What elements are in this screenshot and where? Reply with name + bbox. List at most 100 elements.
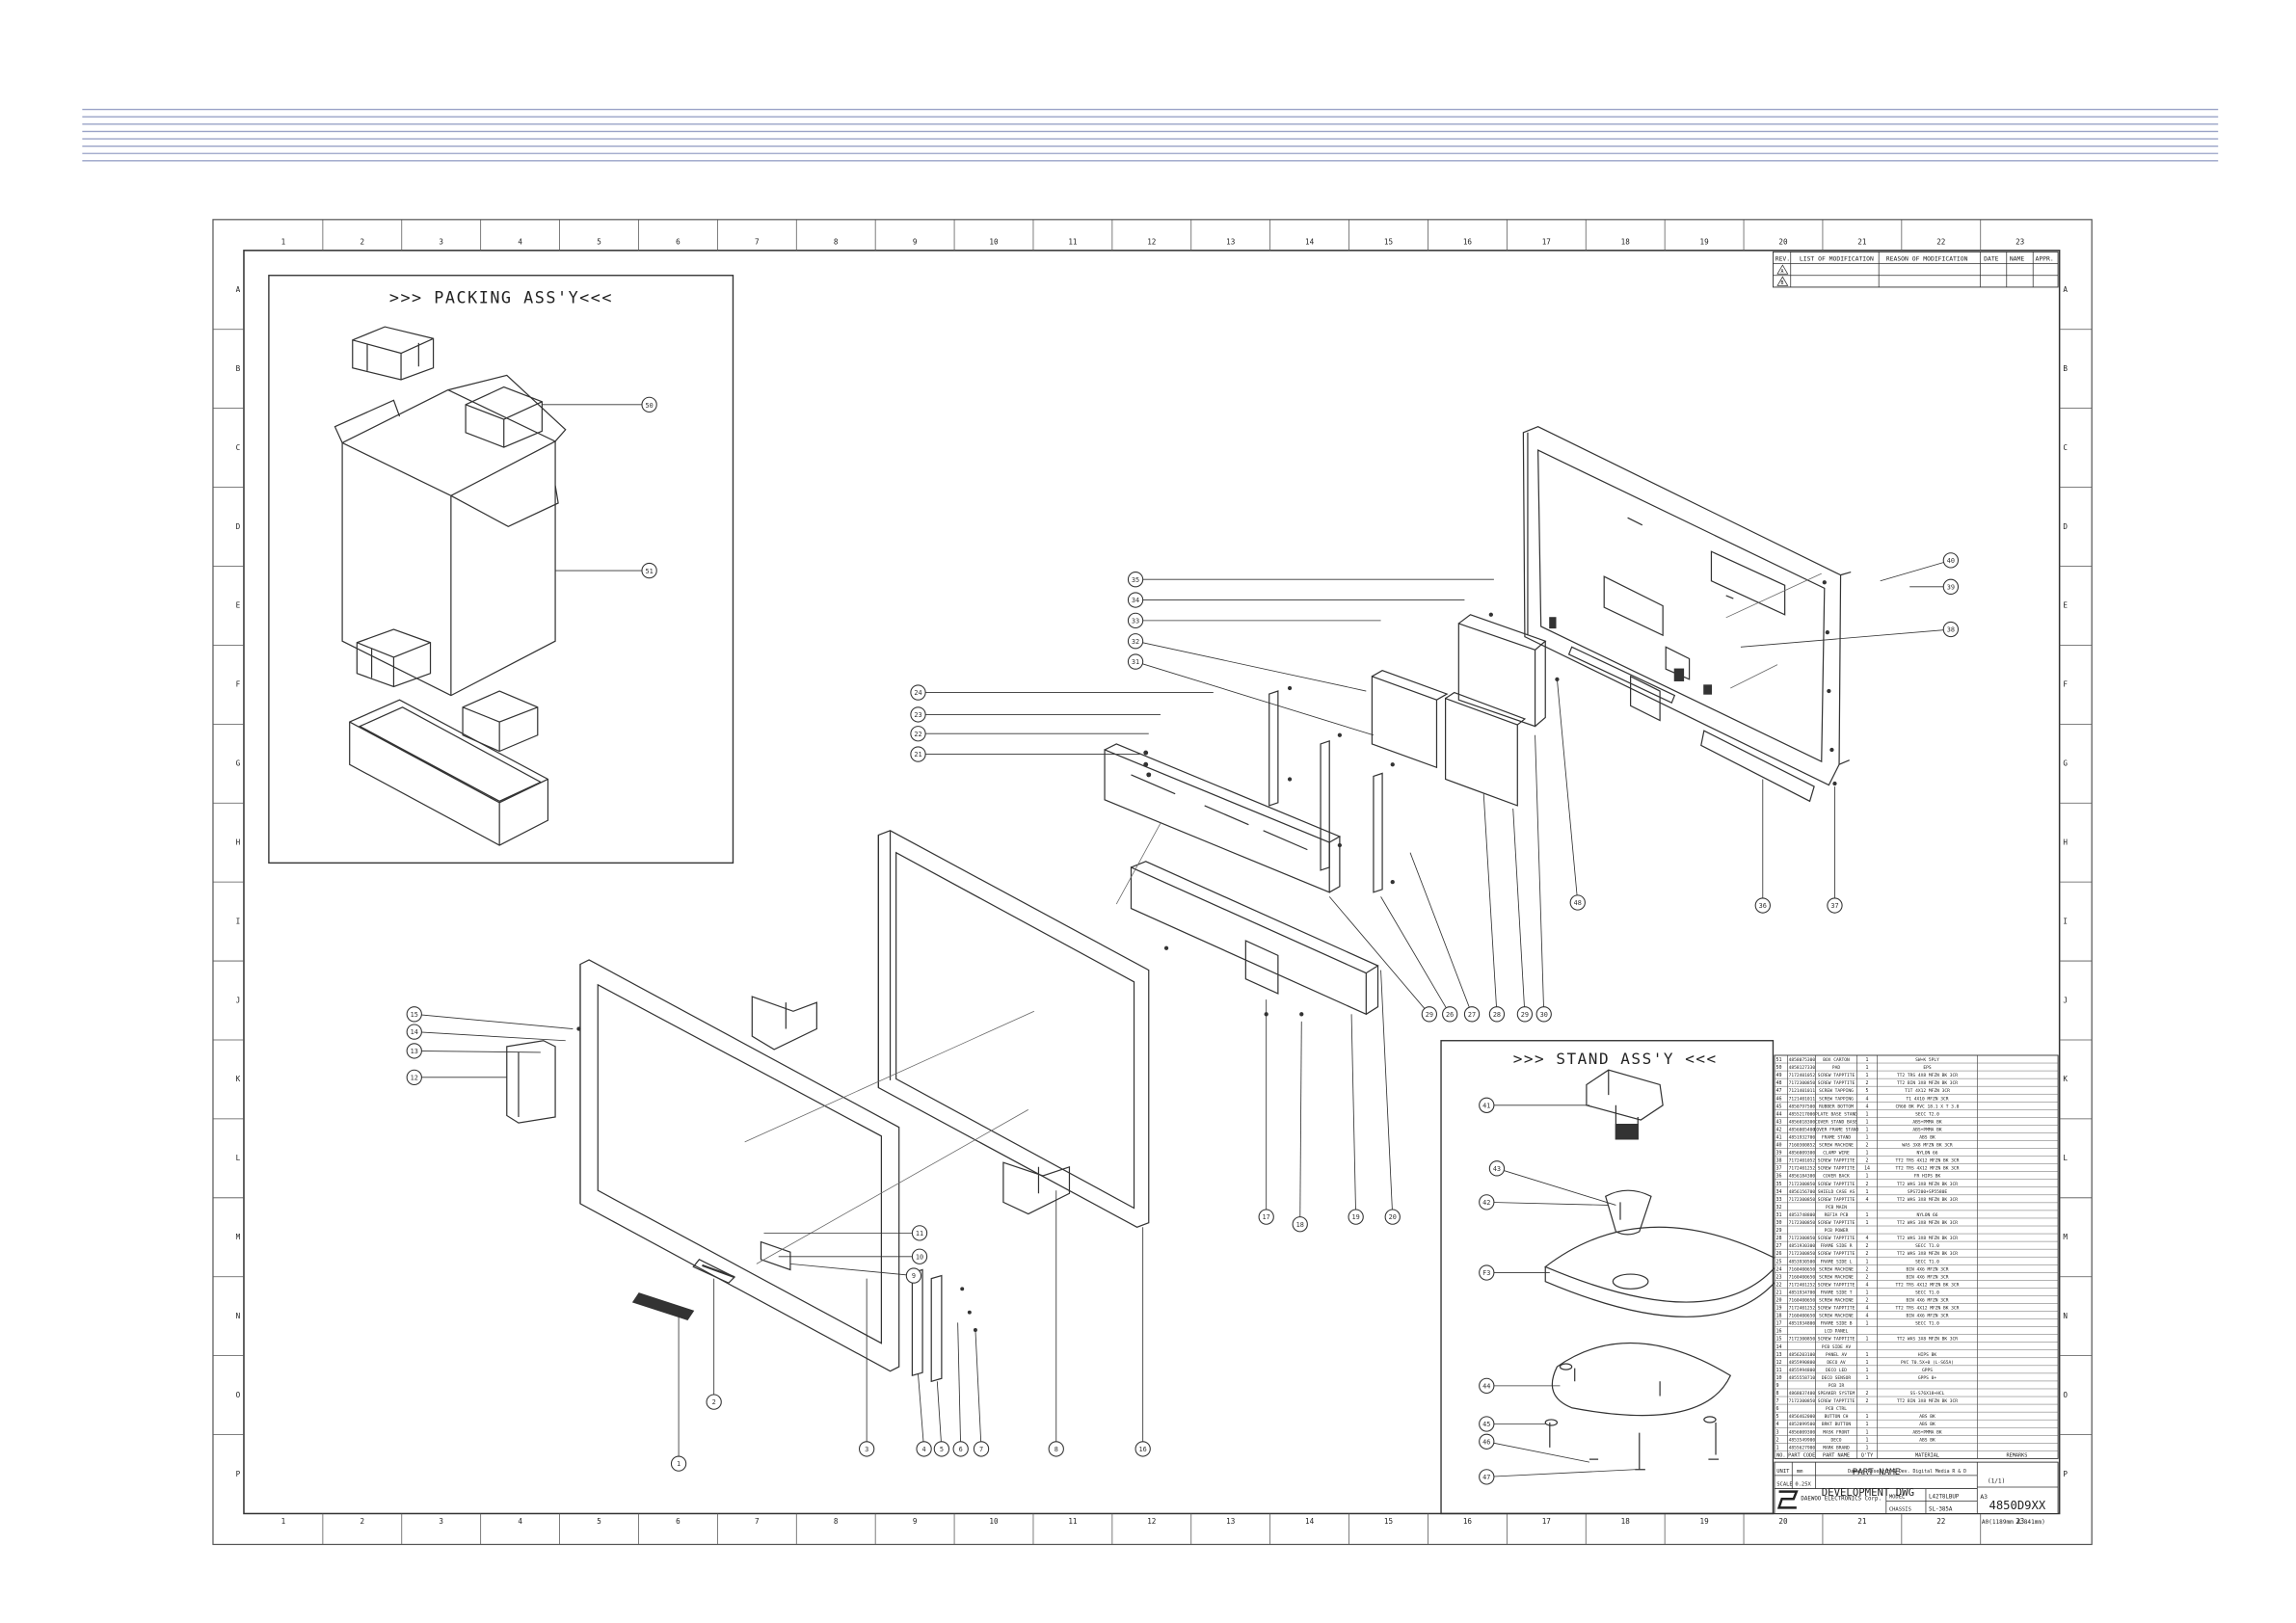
callout-label: 12 (411, 1074, 418, 1081)
bom-cell-name: DECO LED (1826, 1368, 1847, 1373)
bom-cell-qty: 1 (1866, 1189, 1869, 1195)
bom-cell-code: 4851934700 (1789, 1290, 1816, 1295)
callout-28: 28 (1482, 793, 1506, 1023)
bom-cell-material: TT2 WAS 3X8 MFZN BK 3CR (1897, 1236, 1958, 1241)
bom-cell-name: FRAME SIDE T (1821, 1290, 1853, 1295)
column-mark-top: 15 (1384, 238, 1393, 247)
bom-cell-name: SCREW TAPPTITE (1818, 1182, 1855, 1187)
bom-cell-material: ABS BK (1919, 1135, 1936, 1141)
callout-15: 15 (406, 1006, 574, 1029)
daewoo-logo-icon (1776, 1490, 1799, 1509)
frame-zone-marks: 1122334455667788991010111112121313141415… (212, 219, 2093, 1545)
front-mask-part (579, 959, 900, 1372)
bom-header-cell: MATERIAL (1915, 1453, 1939, 1459)
bom-cell-qty: 4 (1866, 1314, 1869, 1319)
row-mark-left: F (236, 680, 241, 689)
paper-size: A0(1189mm X 841mm) (1982, 1519, 2045, 1526)
bom-cell-qty: 1 (1866, 1445, 1869, 1450)
bom-cell-no: 10 (1776, 1375, 1782, 1381)
callout-9: 9 (789, 1263, 922, 1284)
bom-cell-code: 4868037400 (1789, 1391, 1816, 1397)
bom-cell-material: GPPS (1922, 1368, 1933, 1373)
control-button-part (911, 1268, 943, 1383)
bom-cell-name: LCD PANEL (1825, 1329, 1849, 1335)
callout-18: 18 (1292, 1021, 1308, 1233)
column-mark-top: 23 (2016, 238, 2025, 247)
bom-cell-no: 31 (1776, 1212, 1782, 1218)
bom-cell-material: SECC T2.0 (1915, 1111, 1939, 1117)
callout-label: 35 (1132, 576, 1139, 584)
bom-cell-material: BIN 4X6 MFZN 3CR (1907, 1274, 1949, 1280)
rev-header-name: NAME (2010, 255, 2025, 263)
bom-cell-material: SW+K 5PLY (1915, 1057, 1939, 1063)
callout-label: 3 (865, 1446, 868, 1453)
callout-label: 45 (1482, 1421, 1490, 1428)
column-mark-top: 1 (281, 238, 286, 247)
stand-assembly: >>> STAND ASS'Y <<< (1440, 1040, 1782, 1515)
bom-cell-material: TT2 WAS 3X8 MFZN BK 3CR (1897, 1337, 1958, 1343)
callout-label: 17 (1263, 1213, 1270, 1221)
bom-cell-no: 27 (1776, 1243, 1782, 1249)
drawing-number: 4850D9XX (1989, 1499, 2045, 1512)
bom-cell-qty: 2 (1866, 1266, 1869, 1272)
bom-cell-qty: 1 (1866, 1414, 1869, 1420)
revision-table: REV. LIST OF MODIFICATION REASON OF MODI… (1773, 251, 2059, 288)
bom-cell-name: SCREW TAPPTITE (1818, 1166, 1855, 1172)
column-mark-top: 2 (360, 238, 365, 247)
row-mark-right: H (2063, 838, 2068, 846)
bom-cell-name: SCREW TAPPING (1819, 1096, 1854, 1102)
bom-cell-name: PCB MAIN (1826, 1205, 1847, 1211)
column-mark-top: 7 (755, 238, 760, 247)
bom-cell-no: 21 (1776, 1290, 1782, 1295)
row-mark-left: H (236, 838, 241, 846)
bom-cell-code: 7172300850 (1789, 1080, 1816, 1086)
bom-cell-code: 4856005400 (1789, 1127, 1816, 1132)
rev-header-date: DATE (1984, 255, 1999, 263)
row-mark-right: P (2063, 1470, 2068, 1478)
bom-cell-code: 7160400650 (1789, 1314, 1816, 1319)
column-mark-bottom: 12 (1147, 1517, 1156, 1526)
bom-cell-no: 34 (1776, 1189, 1782, 1195)
callout-5: 5 (933, 1381, 950, 1457)
row-mark-right: M (2063, 1233, 2068, 1241)
stand-parts-drawing (1544, 1069, 1782, 1471)
part-name-value: DEVELOPMENT DWG (1822, 1486, 1914, 1499)
callout-6: 6 (952, 1322, 969, 1457)
scale-label: SCALE (1776, 1482, 1792, 1488)
bom-cell-code: 4853748800 (1789, 1212, 1816, 1218)
column-mark-top: 11 (1068, 238, 1078, 247)
row-mark-left: A (236, 285, 241, 294)
bom-cell-qty: 2 (1866, 1274, 1869, 1280)
row-mark-left: O (236, 1391, 241, 1399)
callout-33: 33 (1127, 612, 1381, 629)
column-mark-bottom: 14 (1305, 1517, 1315, 1526)
frame-side-rails (1268, 690, 1383, 893)
scale-value: 0.25X (1795, 1482, 1811, 1488)
bom-cell-qty: 2 (1866, 1398, 1869, 1404)
column-mark-top: 5 (597, 238, 601, 247)
packing-box-frame (268, 275, 734, 865)
bom-cell-code: 4855990800 (1789, 1360, 1816, 1366)
pcb-main-part (1371, 670, 1449, 769)
row-mark-right: A (2063, 285, 2068, 294)
bom-cell-no: 49 (1776, 1073, 1782, 1078)
bom-cell-no: 17 (1776, 1321, 1782, 1327)
bom-cell-name: FRAME SIDE B (1821, 1321, 1853, 1327)
bom-cell-name: SCREW TAPPING (1819, 1088, 1854, 1094)
column-mark-bottom: 22 (1936, 1517, 1945, 1526)
packing-title: >>> PACKING ASS'Y<<< (389, 288, 613, 307)
bom-cell-code: 4851930300 (1789, 1243, 1816, 1249)
bom-cell-material: SECC T1.0 (1915, 1290, 1939, 1295)
bom-cell-qty: 4 (1866, 1096, 1869, 1102)
column-mark-bottom: 11 (1068, 1517, 1078, 1526)
